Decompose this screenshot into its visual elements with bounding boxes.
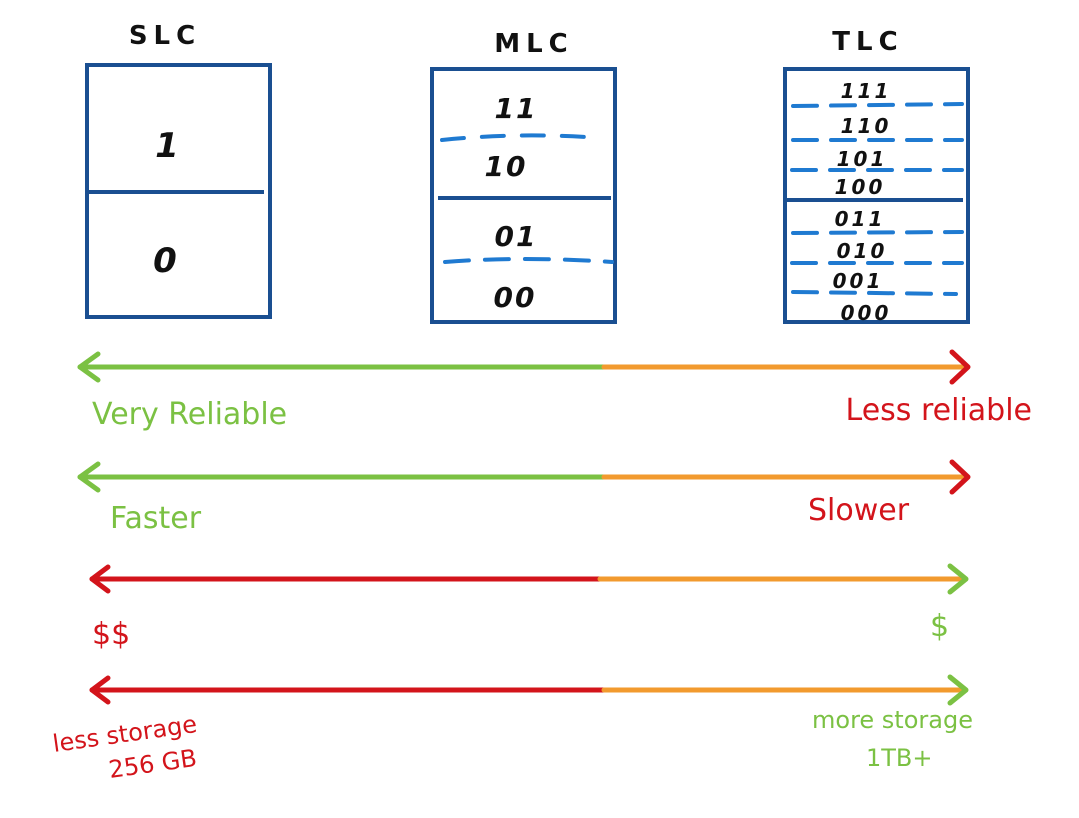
tlc-level-010: 010 bbox=[837, 239, 888, 263]
mlc-cell-frame bbox=[430, 67, 617, 324]
tlc-level-101: 101 bbox=[837, 147, 888, 171]
slc-title: SLC bbox=[129, 21, 201, 51]
storage-right-sublabel: 1TB+ bbox=[866, 744, 933, 772]
speed-scale: Faster Slower bbox=[77, 459, 971, 536]
storage-scale: less storage 256 GB more storage 1TB+ bbox=[51, 674, 973, 784]
tlc-cell-frame bbox=[783, 67, 970, 324]
storage-right-label: more storage bbox=[812, 706, 973, 734]
reliability-arrowhead-left-icon bbox=[77, 351, 101, 383]
tlc-title: TLC bbox=[832, 27, 903, 57]
tlc-dashed-separator-7 bbox=[791, 290, 958, 296]
tlc-level-100: 100 bbox=[835, 175, 886, 199]
reliability-right-label: Less reliable bbox=[846, 393, 1032, 428]
tlc-cell: 111 110 101 100 011 010 001 000 bbox=[783, 67, 970, 325]
slc-level-0: 0 bbox=[153, 241, 177, 281]
speed-right-label: Slower bbox=[808, 493, 910, 528]
mlc-level-01: 01 bbox=[495, 220, 538, 253]
slc-level-1: 1 bbox=[155, 126, 179, 166]
reliability-arrowhead-right-icon bbox=[949, 349, 971, 385]
cost-left-label: $$ bbox=[92, 617, 130, 652]
storage-left-sublabel: 256 GB bbox=[107, 744, 199, 784]
mlc-dashed-separator-bottom bbox=[443, 257, 614, 264]
mlc-dashed-separator-top bbox=[440, 133, 602, 142]
cost-scale: $$ $ bbox=[89, 563, 969, 652]
speed-left-label: Faster bbox=[110, 501, 202, 536]
slc-cell: 1 0 bbox=[85, 63, 272, 319]
reliability-scale: Very Reliable Less reliable bbox=[77, 349, 1032, 432]
tlc-dashed-separator-1 bbox=[791, 102, 964, 108]
tlc-level-000: 000 bbox=[841, 301, 892, 325]
tlc-level-001: 001 bbox=[833, 269, 884, 293]
mlc-cell: 11 10 01 00 bbox=[430, 67, 617, 324]
tlc-level-111: 111 bbox=[841, 79, 892, 103]
mlc-level-10: 10 bbox=[485, 150, 528, 183]
reliability-left-label: Very Reliable bbox=[92, 397, 287, 432]
speed-arrowhead-right-icon bbox=[949, 459, 971, 495]
mlc-level-11: 11 bbox=[495, 92, 538, 125]
mlc-level-00: 00 bbox=[494, 281, 537, 314]
tlc-level-011: 011 bbox=[835, 207, 886, 231]
storage-arrowhead-right-icon bbox=[947, 674, 969, 706]
mlc-title: MLC bbox=[494, 29, 574, 59]
tlc-dashed-separator-5 bbox=[791, 230, 964, 235]
cost-right-label: $ bbox=[930, 609, 949, 644]
tlc-level-110: 110 bbox=[841, 114, 892, 138]
cost-arrowhead-left-icon bbox=[89, 564, 111, 594]
speed-arrowhead-left-icon bbox=[77, 461, 101, 493]
cost-arrowhead-right-icon bbox=[947, 563, 969, 595]
storage-arrowhead-left-icon bbox=[89, 675, 111, 705]
